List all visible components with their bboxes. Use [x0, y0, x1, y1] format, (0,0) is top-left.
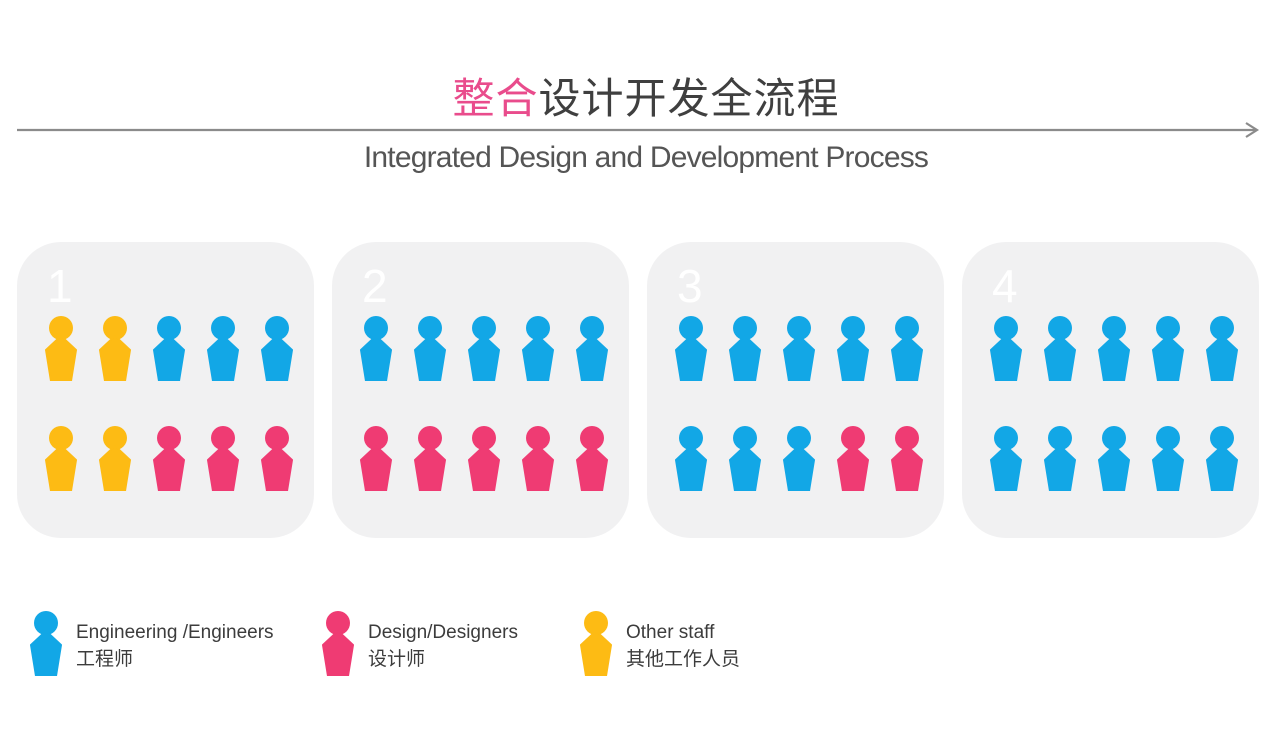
engineer-person-icon	[1098, 426, 1130, 491]
engineer-person-icon	[1044, 426, 1076, 491]
legend-label-cn: 工程师	[76, 648, 134, 670]
designer-person-icon	[576, 426, 608, 491]
title-highlight: 整合	[452, 74, 539, 123]
engineer-person-icon	[207, 316, 239, 381]
legend-label-en: Other staff	[626, 622, 715, 643]
engineer-person-icon	[1098, 316, 1130, 381]
engineer-person-icon	[522, 316, 554, 381]
other-staff-person-icon	[99, 316, 131, 381]
engineer-person-icon	[153, 316, 185, 381]
designer-person-icon	[322, 611, 354, 676]
engineer-person-icon	[675, 316, 707, 381]
legend-label-cn: 设计师	[368, 648, 426, 670]
title-rest: 设计开发全流程	[538, 74, 840, 123]
engineer-person-icon	[729, 316, 761, 381]
designer-person-icon	[153, 426, 185, 491]
stage-panel-4: 4	[962, 242, 1259, 538]
other-staff-person-icon	[45, 426, 77, 491]
engineer-person-icon	[30, 611, 62, 676]
stage-panel-3: 3	[647, 242, 944, 538]
stage-number: 1	[47, 260, 73, 312]
engineer-person-icon	[729, 426, 761, 491]
engineer-person-icon	[1152, 316, 1184, 381]
engineer-person-icon	[783, 316, 815, 381]
engineer-person-icon	[261, 316, 293, 381]
designer-person-icon	[522, 426, 554, 491]
engineer-person-icon	[1044, 316, 1076, 381]
designer-person-icon	[837, 426, 869, 491]
page-subtitle: Integrated Design and Development Proces…	[363, 141, 929, 174]
stage-panel-1: 1	[17, 242, 314, 538]
stage-panel-2: 2	[332, 242, 629, 538]
stage-number: 2	[362, 260, 388, 312]
engineer-person-icon	[990, 316, 1022, 381]
timeline-arrow	[17, 122, 1260, 138]
engineer-person-icon	[783, 426, 815, 491]
engineer-person-icon	[468, 316, 500, 381]
page-title: 整合设计开发全流程	[0, 74, 1280, 124]
engineer-person-icon	[675, 426, 707, 491]
other-staff-person-icon	[580, 611, 612, 676]
designer-person-icon	[891, 426, 923, 491]
other-staff-person-icon	[99, 426, 131, 491]
engineer-person-icon	[1206, 316, 1238, 381]
stage-number: 4	[992, 260, 1018, 312]
stage-number: 3	[677, 260, 703, 312]
legend-label-en: Design/Designers	[368, 622, 518, 643]
designer-person-icon	[360, 426, 392, 491]
engineer-person-icon	[360, 316, 392, 381]
designer-person-icon	[207, 426, 239, 491]
designer-person-icon	[261, 426, 293, 491]
engineer-person-icon	[990, 426, 1022, 491]
engineer-person-icon	[1206, 426, 1238, 491]
designer-person-icon	[414, 426, 446, 491]
engineer-person-icon	[891, 316, 923, 381]
engineer-person-icon	[414, 316, 446, 381]
designer-person-icon	[468, 426, 500, 491]
other-staff-person-icon	[45, 316, 77, 381]
legend-label-en: Engineering /Engineers	[76, 622, 274, 643]
engineer-person-icon	[1152, 426, 1184, 491]
legend-label-cn: 其他工作人员	[626, 648, 741, 670]
engineer-person-icon	[576, 316, 608, 381]
engineer-person-icon	[837, 316, 869, 381]
